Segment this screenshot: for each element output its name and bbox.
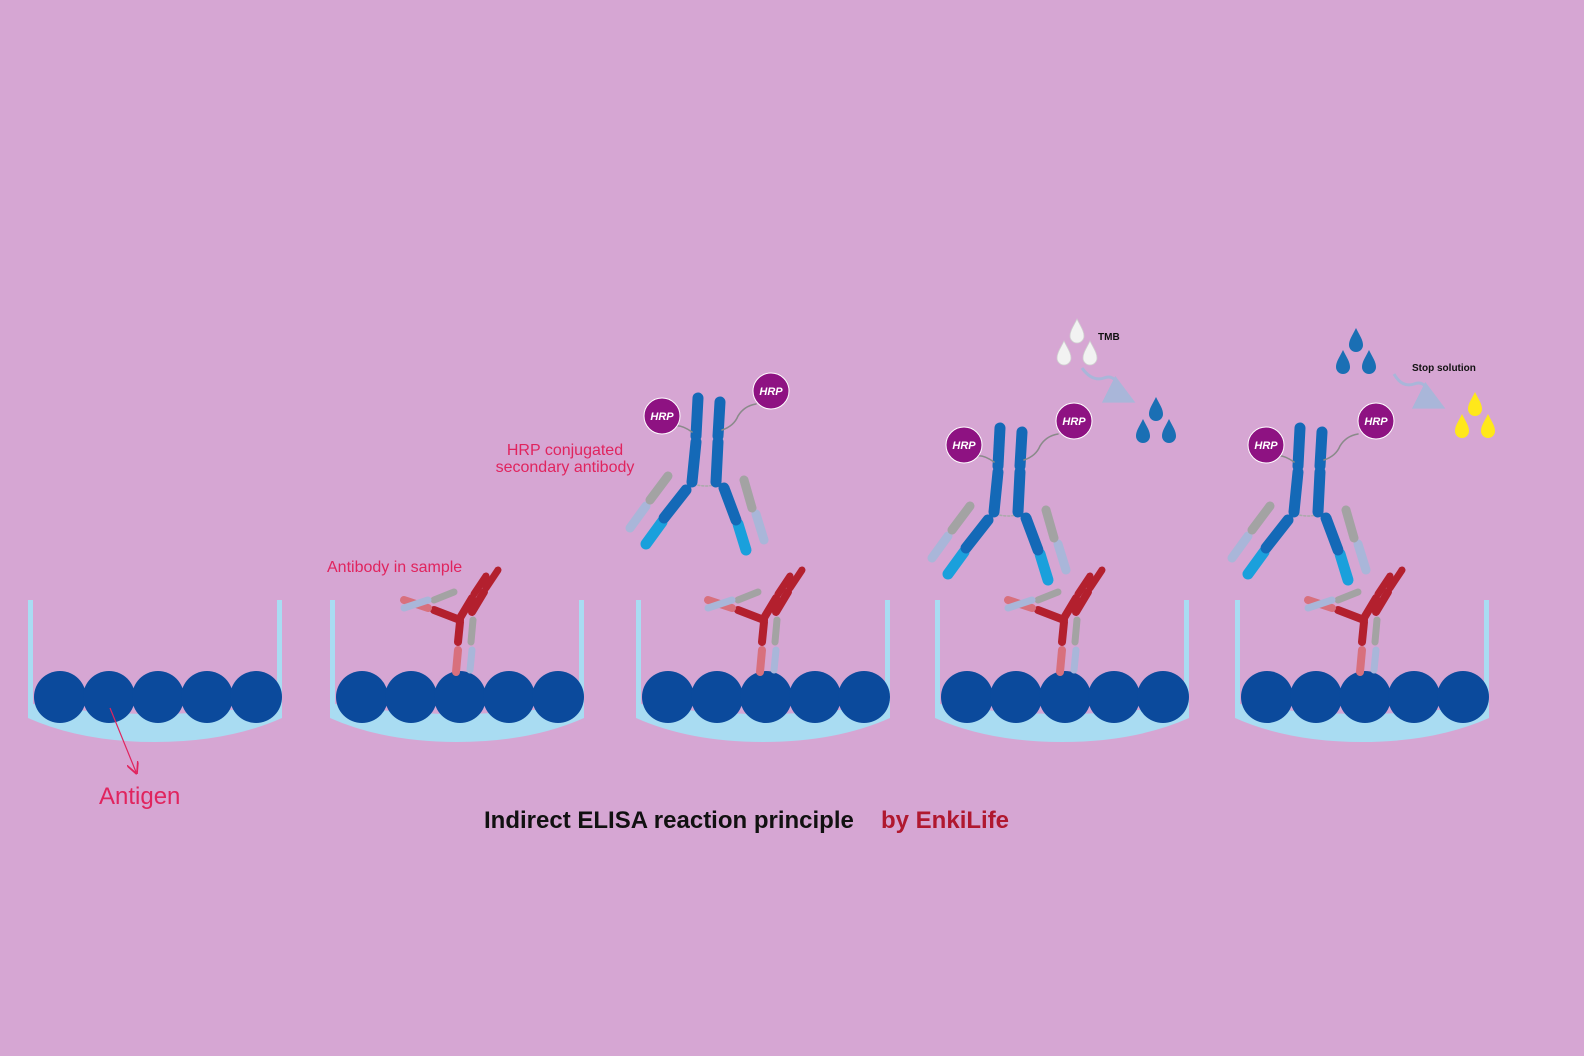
hrp-label: HRP [952, 440, 976, 452]
hrp-4a: HRP [945, 426, 983, 464]
primary-antibody-5 [1308, 570, 1402, 672]
primary-antibody-4 [1008, 570, 1102, 672]
hrp-5b: HRP [1357, 402, 1395, 440]
hrp-secondary-label-line2: secondary antibody [496, 459, 635, 476]
caption-main: Indirect ELISA reaction principle [484, 807, 854, 834]
caption-brand: by EnkiLife [881, 807, 1009, 834]
hrp-4b: HRP [1055, 402, 1093, 440]
hrp-secondary-label-line1: HRP conjugated [507, 442, 623, 459]
tmb-label: TMB [1098, 332, 1120, 343]
well-1 [28, 600, 282, 742]
antibody-in-sample-label: Antibody in sample [327, 559, 462, 576]
antigen-label: Antigen [99, 783, 180, 810]
hrp-3a: HRP [643, 397, 681, 435]
hrp-3b: HRP [752, 372, 790, 410]
hrp-label: HRP [759, 386, 783, 398]
yellow-drops [1455, 392, 1495, 438]
hrp-label: HRP [1062, 416, 1086, 428]
blue-drops-5 [1336, 328, 1376, 374]
stop-solution-arrow [1392, 373, 1446, 409]
antigen-pointer-arrow [109, 707, 136, 772]
tmb-drops [1057, 319, 1097, 365]
hrp-label: HRP [1364, 416, 1388, 428]
tmb-arrow [1080, 367, 1136, 403]
hrp-5a: HRP [1247, 426, 1285, 464]
hrp-label: HRP [1254, 440, 1278, 452]
hrp-label: HRP [650, 411, 674, 423]
primary-antibody-2 [404, 570, 498, 672]
blue-drops-4 [1136, 397, 1176, 443]
primary-antibody-3 [708, 570, 802, 672]
stop-solution-label: Stop solution [1412, 363, 1476, 374]
